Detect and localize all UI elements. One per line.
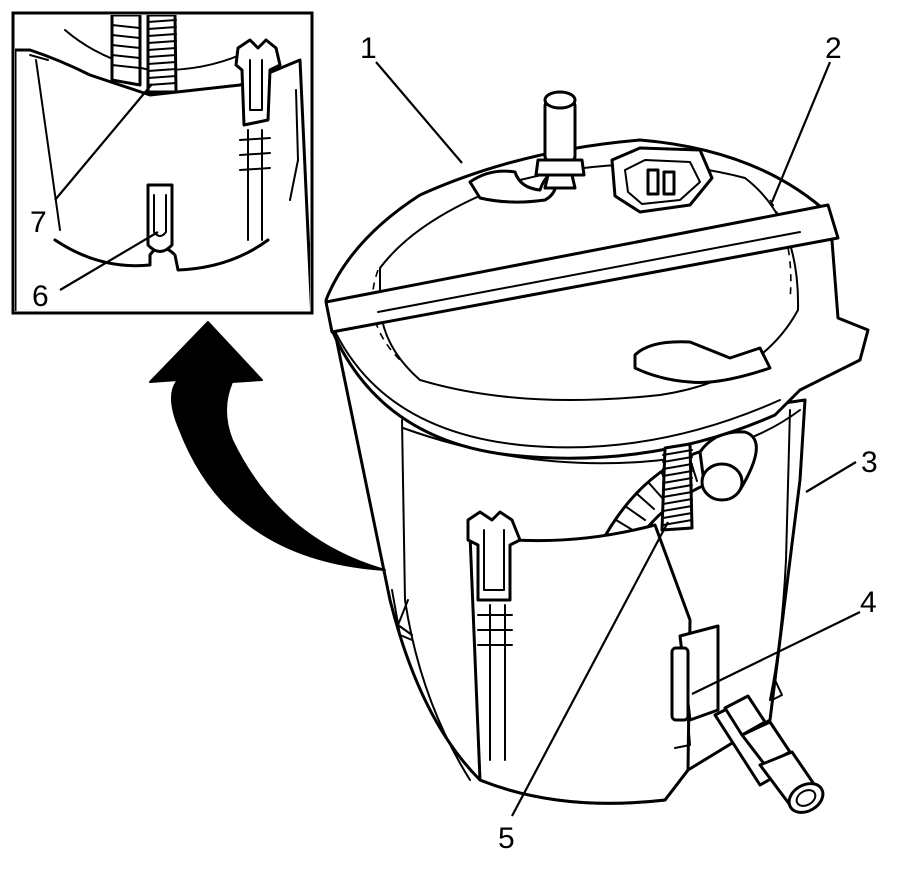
- leader-1: [375, 61, 463, 164]
- inset-wall-left-curve: [35, 59, 61, 231]
- hidden-line-right: [769, 199, 792, 301]
- callout-7: 7: [30, 206, 47, 239]
- guide-spring-rod: [660, 442, 694, 532]
- cover-slot-lower: [633, 340, 772, 384]
- callout-labels: 1 2 3 4 5 6 7: [30, 32, 878, 855]
- top-fuel-nipple: [534, 90, 586, 190]
- callout-2: 2: [825, 32, 842, 65]
- leader-5: [511, 521, 669, 817]
- fuel-level-sender: [670, 624, 720, 749]
- callout-4: 4: [860, 586, 877, 619]
- body-bottom-edge: [391, 589, 413, 641]
- leader-2: [770, 61, 832, 203]
- inset-left-mark: [29, 54, 49, 61]
- leader-4: [691, 611, 861, 695]
- detail-arrow: [149, 321, 386, 571]
- inset-slot-inner: [153, 194, 167, 237]
- callout-5: 5: [498, 822, 515, 855]
- callout-3: 3: [861, 446, 878, 479]
- side-outlet-tube: [713, 694, 825, 814]
- leader-3: [805, 461, 857, 493]
- callout-6: 6: [32, 280, 49, 313]
- body-contour-left: [401, 419, 471, 781]
- inset-slot: [146, 183, 174, 253]
- detail-inset: [11, 11, 314, 315]
- reservoir-front-shell: [468, 523, 692, 805]
- callout-1: 1: [360, 32, 377, 65]
- body-contour-right: [769, 409, 791, 701]
- bottom-foot-left: [397, 599, 413, 636]
- electrical-connector: [610, 146, 714, 214]
- inner-elbow-end: [700, 462, 744, 502]
- inset-reservoir-wall: [15, 48, 310, 311]
- bottom-foot-right: [771, 679, 783, 701]
- fuel-pump-module: [324, 90, 870, 814]
- locking-tab-front: [466, 510, 522, 761]
- leader-7: [54, 83, 153, 201]
- inset-locking-tab: [234, 38, 282, 241]
- flange-lower-rim: [331, 324, 781, 449]
- retaining-strap: [324, 203, 840, 334]
- inset-right-edge: [289, 89, 299, 201]
- leader-6: [59, 231, 159, 291]
- leader-lines: [54, 61, 861, 817]
- strap-center-line: [377, 231, 801, 313]
